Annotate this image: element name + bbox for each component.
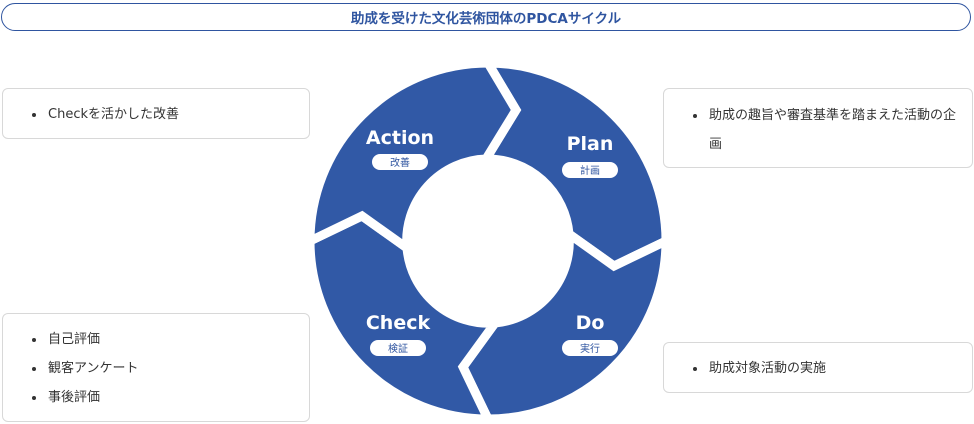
- do-pill: [562, 340, 618, 356]
- list-item: 助成の趣旨や審査基準を踏まえた活動の企画: [689, 101, 960, 159]
- plan-title: Plan: [567, 133, 614, 155]
- list-item: 事後評価: [28, 383, 309, 412]
- action-note: Checkを活かした改善: [2, 88, 310, 139]
- action-label: 改善: [390, 156, 410, 169]
- list-item: 自己評価: [28, 325, 309, 354]
- action-title: Action: [366, 127, 434, 149]
- check-note: 自己評価 観客アンケート 事後評価: [2, 313, 310, 422]
- list-item: Checkを活かした改善: [28, 100, 309, 129]
- plan-label: 計画: [580, 164, 600, 177]
- action-pill: [372, 154, 428, 170]
- check-pill: [370, 340, 426, 356]
- list-item: 観客アンケート: [28, 354, 309, 383]
- plan-note: 助成の趣旨や審査基準を踏まえた活動の企画: [663, 88, 973, 168]
- diagram-title: 助成を受けた文化芸術団体のPDCAサイクル: [1, 3, 971, 31]
- list-item: 助成対象活動の実施: [689, 354, 972, 383]
- plan-pill: [562, 162, 618, 178]
- check-title: Check: [366, 312, 431, 334]
- check-label: 検証: [388, 342, 408, 355]
- do-segment: [457, 224, 671, 424]
- do-label: 実行: [580, 342, 600, 355]
- do-title: Do: [576, 312, 605, 334]
- check-segment: [305, 210, 505, 424]
- do-note: 助成対象活動の実施: [663, 342, 973, 393]
